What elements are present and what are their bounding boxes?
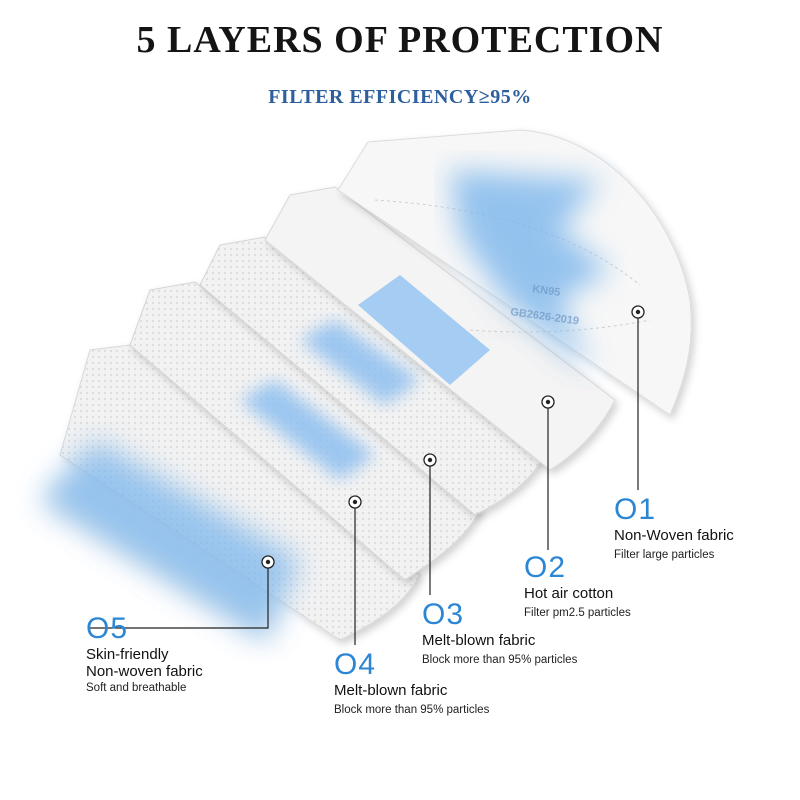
layer-name: Non-woven fabric: [86, 663, 203, 680]
layer-label-02: O2 Hot air cotton Filter pm2.5 particles: [524, 551, 631, 621]
airflow-band-04: [240, 380, 375, 480]
mask-print-kn95: KN95: [532, 283, 562, 299]
layer-number: O5: [86, 612, 129, 645]
callout-dot: [352, 499, 358, 505]
layer-description: Block more than 95% particles: [422, 654, 578, 666]
layer-description: Block more than 95% particles: [334, 704, 490, 716]
layer-name: Skin-friendly: [86, 646, 169, 663]
layer-label-04: O4 Melt-blown fabric Block more than 95%…: [334, 648, 489, 718]
layer-number: O3: [422, 598, 465, 631]
layer-05-sheet: [40, 344, 421, 641]
layer-number: O1: [614, 493, 657, 526]
layer-label-05: O5 Skin-friendly Non-woven fabric Soft a…: [86, 612, 203, 696]
leader-line: [88, 568, 269, 629]
callout-01: [631, 305, 645, 490]
callout-dot: [545, 399, 551, 405]
callout-dot: [427, 457, 433, 463]
callout-02: [541, 395, 555, 550]
page-subtitle: FILTER EFFICIENCY≥95%: [268, 86, 532, 108]
airflow-band-05: [40, 440, 300, 640]
layer-label-01: O1 Non-Woven fabric Filter large particl…: [614, 493, 734, 563]
layer-description: Soft and breathable: [86, 682, 187, 694]
callout-dot: [265, 559, 271, 565]
callout-04: [348, 495, 362, 645]
layer-description: Filter pm2.5 particles: [524, 607, 631, 619]
airflow-band-03: [300, 320, 420, 405]
page-title: 5 LAYERS OF PROTECTION: [136, 19, 664, 61]
layer-number: O2: [524, 551, 567, 584]
callout-dot: [635, 309, 641, 315]
layer-label-03: O3 Melt-blown fabric Block more than 95%…: [422, 598, 577, 668]
callout-05: [88, 555, 275, 629]
layer-02-sheet: [264, 186, 616, 471]
airflow-arrow: [450, 170, 610, 370]
callout-03: [423, 453, 437, 595]
layer-name: Melt-blown fabric: [334, 682, 448, 699]
layer-name: Melt-blown fabric: [422, 632, 536, 649]
layer-number: O4: [334, 648, 377, 681]
airflow-band-02: [358, 275, 490, 385]
layer-name: Non-Woven fabric: [614, 527, 734, 544]
layer-description: Filter large particles: [614, 549, 715, 561]
layer-name: Hot air cotton: [524, 585, 614, 602]
